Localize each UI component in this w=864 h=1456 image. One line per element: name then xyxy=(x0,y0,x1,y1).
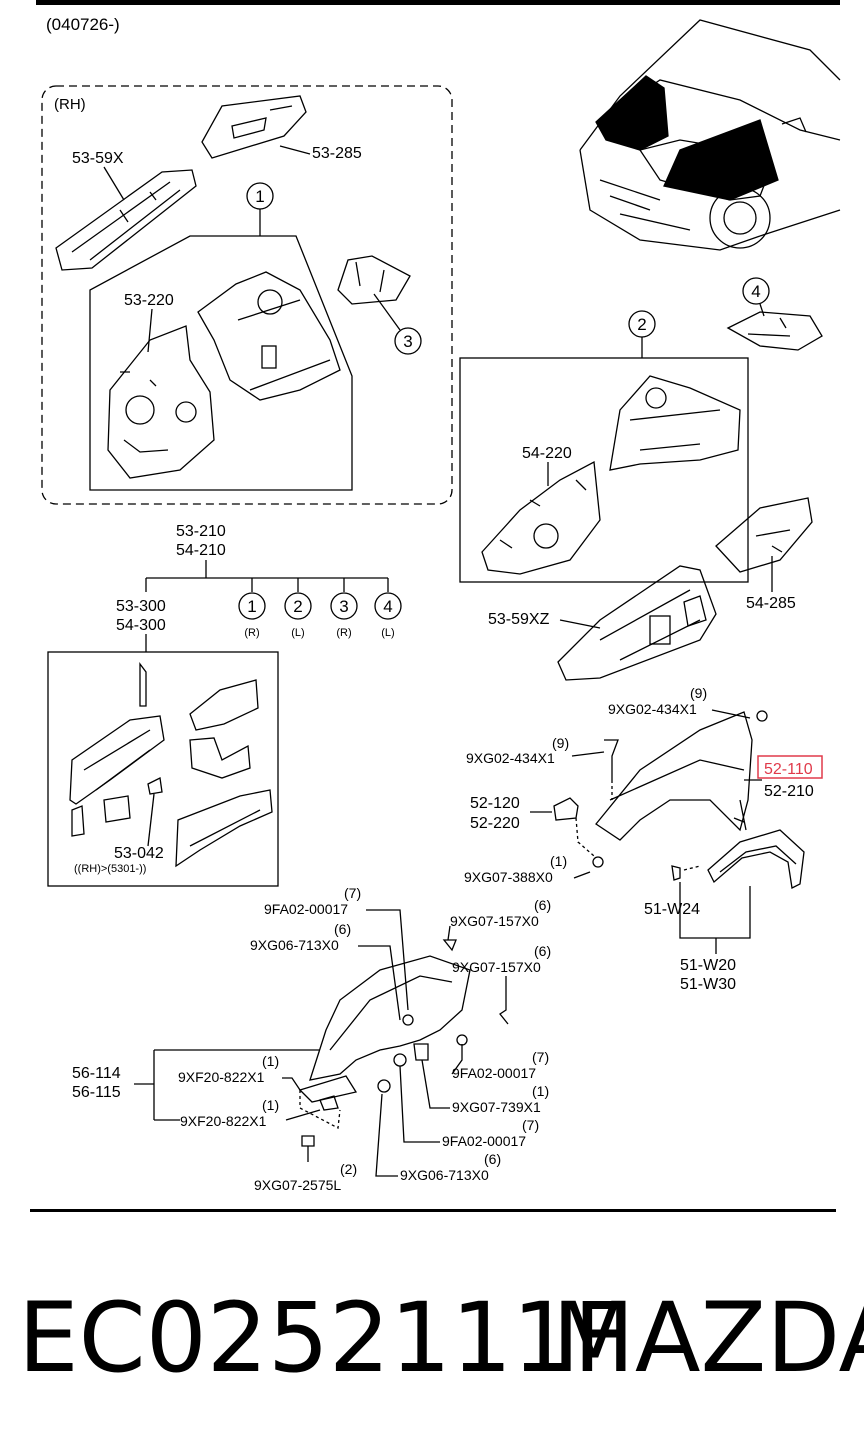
side-indicator: (L) xyxy=(291,627,304,639)
part-code-0: 9FA02-00017 xyxy=(264,901,348,917)
lower-parts-drawing xyxy=(69,662,273,868)
fender-drawing xyxy=(595,711,753,841)
rh-group-box xyxy=(41,85,453,505)
label-54-300: 54-300 xyxy=(116,617,166,634)
screw-code: 9XG07-388X0 xyxy=(464,869,553,885)
part-4-drawing xyxy=(726,311,823,351)
label-52-120: 52-120 xyxy=(470,795,520,812)
part-53-285-drawing xyxy=(201,95,307,159)
label-53-210: 53-210 xyxy=(176,523,226,540)
part-3-drawing xyxy=(337,255,411,305)
callout-circle xyxy=(238,592,266,620)
label-51-w30: 51-W30 xyxy=(680,976,736,993)
callout-number: 2 xyxy=(637,315,646,334)
callout-number: 3 xyxy=(339,597,348,616)
part-qty-0: (7) xyxy=(344,885,361,901)
label-53-59x: 53-59X xyxy=(72,150,124,167)
part-qty-5: (1) xyxy=(262,1097,279,1113)
label-56-114: 56-114 xyxy=(72,1065,121,1082)
part-qty-9: (6) xyxy=(484,1151,501,1167)
arch-molding-drawing xyxy=(707,829,805,889)
fender-bolt-top-qty: (9) xyxy=(690,685,707,701)
label-52-210: 52-210 xyxy=(764,783,814,800)
label-52-110: 52-110 xyxy=(764,761,813,778)
callout-circle xyxy=(394,327,422,355)
label-53-59xz: 53-59XZ xyxy=(488,611,550,628)
part-code-1: 9XG06-713X0 xyxy=(250,937,339,953)
label-51-w24: 51-W24 xyxy=(644,901,700,918)
part-qty-1: (6) xyxy=(334,921,351,937)
label-53-285: 53-285 xyxy=(312,145,362,162)
callout-number: 1 xyxy=(247,597,256,616)
part-54-220-drawing xyxy=(481,375,741,575)
side-indicator: (R) xyxy=(244,627,259,639)
part-code-4: 9XF20-822X1 xyxy=(178,1069,265,1085)
label-51-w20: 51-W20 xyxy=(680,957,736,974)
brand-name: MAZDA xyxy=(552,1282,864,1394)
label-52-220: 52-220 xyxy=(470,815,520,832)
parts-diagram: (040726-) (RH) 53-59X 53-285 1 53-220 3 xyxy=(30,0,841,1212)
fender-bolt-mid: 9XG02-434X1 xyxy=(466,750,555,766)
date-code: (040726-) xyxy=(46,15,120,34)
part-code-2: 9XG07-157X0 xyxy=(450,913,539,929)
part-code-3: 9XG07-157X0 xyxy=(452,959,541,975)
callout-circle xyxy=(374,592,402,620)
part-code-8: 9FA02-00017 xyxy=(442,1133,526,1149)
label-53-220: 53-220 xyxy=(124,292,174,309)
part-code-10: 9XG07-2575L xyxy=(254,1177,341,1193)
note-53-042: ((RH)>(5301-)) xyxy=(74,863,146,875)
label-56-115: 56-115 xyxy=(72,1084,121,1101)
label-54-285: 54-285 xyxy=(746,595,796,612)
assembly-frame-2 xyxy=(459,357,749,583)
callout-number: 2 xyxy=(293,597,302,616)
part-qty-4: (1) xyxy=(262,1053,279,1069)
vehicle-sketch xyxy=(579,19,841,251)
fender-liner-drawing xyxy=(298,955,471,1130)
label-54-220: 54-220 xyxy=(522,445,572,462)
top-rule xyxy=(36,0,840,5)
rh-side-label: (RH) xyxy=(54,96,86,113)
fender-bolt-mid-qty: (9) xyxy=(552,735,569,751)
assembly-frame xyxy=(89,235,353,491)
part-code-5: 9XF20-822X1 xyxy=(180,1113,267,1129)
lower-parts-box xyxy=(47,651,279,887)
bracket-part xyxy=(553,797,579,821)
part-code-9: 9XG06-713X0 xyxy=(400,1167,489,1183)
callout-number: 1 xyxy=(255,187,264,206)
screw-qty: (1) xyxy=(550,853,567,869)
part-qty-3: (6) xyxy=(534,943,551,959)
part-qty-2: (6) xyxy=(534,897,551,913)
callout-number: 4 xyxy=(751,282,760,301)
callout-circle xyxy=(330,592,358,620)
highlight-box xyxy=(757,755,823,779)
label-54-210: 54-210 xyxy=(176,542,226,559)
callout-circle xyxy=(742,277,770,305)
part-code-6: 9FA02-00017 xyxy=(452,1065,536,1081)
fender-bolt-top: 9XG02-434X1 xyxy=(608,701,697,717)
bottom-rule xyxy=(30,1209,836,1212)
callout-circle xyxy=(284,592,312,620)
label-53-300: 53-300 xyxy=(116,598,166,615)
part-qty-10: (2) xyxy=(340,1161,357,1177)
part-53-59xz-drawing xyxy=(557,565,717,681)
part-code-7: 9XG07-739X1 xyxy=(452,1099,541,1115)
callout-number: 3 xyxy=(403,332,412,351)
part-54-285-drawing xyxy=(715,497,813,573)
label-53-042: 53-042 xyxy=(114,845,164,862)
part-53-220-drawing xyxy=(107,271,341,479)
side-indicator: (R) xyxy=(336,627,351,639)
part-qty-8: (7) xyxy=(522,1117,539,1133)
part-qty-6: (7) xyxy=(532,1049,549,1065)
part-53-59x-drawing xyxy=(55,169,197,271)
side-indicator: (L) xyxy=(381,627,394,639)
callout-number: 4 xyxy=(383,597,392,616)
part-qty-7: (1) xyxy=(532,1083,549,1099)
part-number: EC0252111F xyxy=(18,1282,629,1394)
